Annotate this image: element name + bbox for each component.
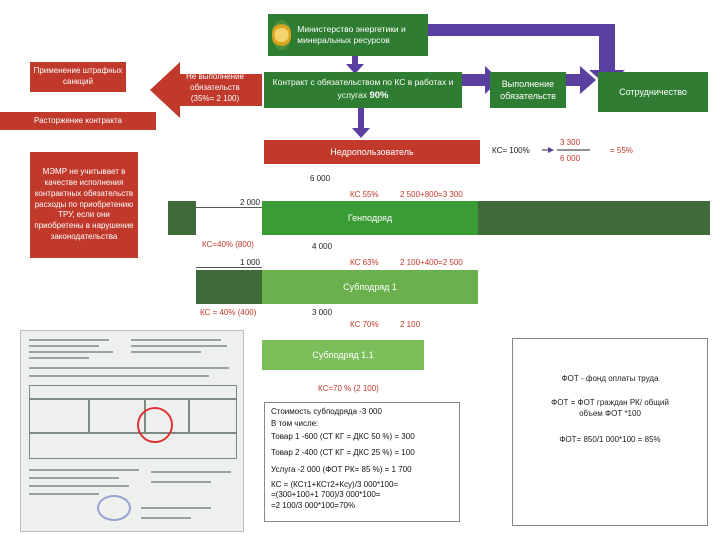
calc-line-7: =(300+100+1 700)/3 000*100= [271, 490, 381, 500]
calc-line-1: Стоимость субподряда -3 000 [271, 407, 382, 416]
arrow-non-fulfillment [150, 62, 262, 118]
general-left-bar [168, 201, 196, 235]
fraction-denominator: 6 000 [560, 154, 581, 163]
fot-example: ФОТ= 850/1 000*100 = 85% [559, 434, 661, 444]
general-contract-title: Генподряд [347, 213, 393, 223]
termination-box: Расторжение контракта [0, 112, 156, 130]
sub11-title: Субподряд 1.1 [312, 350, 374, 360]
ministry-box: Министерство энергетики и минеральных ре… [268, 14, 428, 56]
fot-definition: ФОТ - фонд оплаты труда [561, 374, 659, 383]
cooperation-box: Сотрудничество [598, 72, 708, 112]
arrow-contract-down [352, 108, 370, 138]
general-left-amount: 2 000 [168, 198, 262, 208]
fraction-numerator: 3 300 [560, 138, 581, 147]
fulfillment-label: Выполнение обязательств [500, 78, 556, 101]
calc-line-5: Услуга -2 000 (ФОТ РК= 85 %) = 1 700 [271, 464, 412, 474]
termination-label: Расторжение контракта [34, 115, 122, 125]
blue-seal-mark [97, 495, 131, 521]
general-amount: 4 000 [312, 242, 333, 251]
non-fulfillment-label: Не выполнение обязательств (35%= 2 100) [186, 72, 244, 103]
calc-line-4: Товар 2 -400 (СТ КГ = ДКС 25 %) = 100 [271, 448, 415, 458]
fulfillment-box: Выполнение обязательств [490, 72, 566, 108]
cooperation-label: Сотрудничество [619, 87, 687, 97]
calc-line-8: =2 100/3 000*100=70% [271, 500, 356, 510]
arrow-ministry-down [346, 56, 364, 74]
ks-total-label: КС= 100% [492, 146, 530, 155]
fraction-result: = 55% [610, 146, 633, 155]
sub1-amount: 3 000 [312, 308, 333, 317]
sub1-ks: КС 70% [350, 320, 379, 329]
sub11-ks: КС=70 % (2 100) [318, 384, 379, 393]
calc-line-2: В том числе: [271, 419, 319, 429]
fot-formula: ФОТ = ФОТ граждан РК/ общий объем ФОТ *1… [551, 397, 669, 419]
calc-line-3: Товар 1 -600 (СТ КГ = ДКС 50 %) = 300 [271, 431, 415, 441]
sub1-box: Субподряд 1 [262, 270, 478, 304]
general-contract-box: Генподряд [262, 201, 478, 235]
arrow-cooperation [565, 66, 596, 94]
sub1-left-bar [196, 270, 262, 304]
contract-percent: 90% [369, 90, 389, 102]
memr-note-box: МЭМР не учитывает в качестве исполнения … [30, 152, 138, 258]
certificate-document-image [20, 330, 244, 532]
calc-box: Стоимость субподряда -3 000 В том числе:… [264, 402, 460, 522]
general-ks: КС 63% [350, 258, 379, 267]
red-stamp-mark [137, 407, 173, 443]
memr-note-label: МЭМР не учитывает в качестве исполнения … [34, 167, 134, 241]
fot-box: ФОТ - фонд оплаты труда ФОТ = ФОТ гражда… [512, 338, 708, 526]
calc-line-6: КС = (КСт1+КСт2+Ксу)/3 000*100= [271, 479, 399, 489]
sub11-box: Субподряд 1.1 [262, 340, 424, 370]
general-right-bar [478, 201, 710, 235]
general-calc: 2 100+400=2 500 [400, 258, 463, 267]
contract-box: Контракт с обязательством по КС в работа… [264, 72, 462, 108]
subsoil-user-box: Недропользователь [264, 140, 480, 164]
penalties-box: Применение штрафных санкций [30, 62, 126, 92]
sub1-ks-left: КС = 40% (400) [200, 308, 257, 317]
general-left-amount-2: 1 000 [196, 258, 262, 268]
sub1-title: Субподряд 1 [343, 282, 397, 292]
subsoil-calc: 2 500+800=3 300 [400, 190, 463, 199]
subsoil-user-title: Недропользователь [330, 146, 414, 157]
general-ks-left: КС=40% (800) [202, 240, 254, 249]
sub1-calc: 2 100 [400, 320, 421, 329]
penalties-label: Применение штрафных санкций [33, 66, 123, 86]
subsoil-total: 6 000 [310, 174, 331, 183]
ministry-emblem-icon [272, 20, 292, 50]
ministry-title: Министерство энергетики и минеральных ре… [297, 23, 406, 45]
subsoil-ks: КС 55% [350, 190, 379, 199]
contract-label: Контракт с обязательством по КС в работа… [272, 77, 454, 101]
